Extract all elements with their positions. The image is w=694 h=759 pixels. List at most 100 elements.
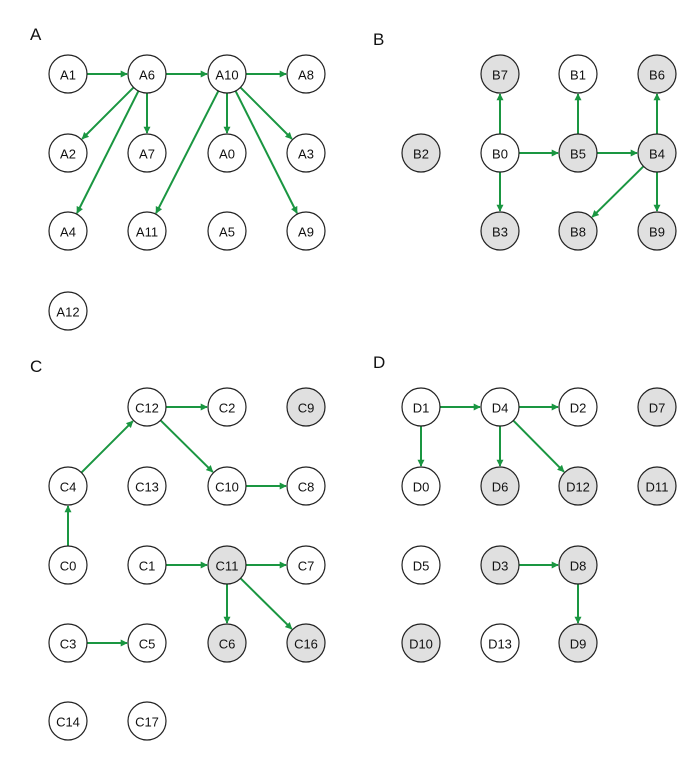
node-circle-d1 [401, 387, 441, 427]
node-circle-d3 [480, 545, 520, 585]
node-circle-a3 [286, 133, 326, 173]
node-d10: D10 [401, 623, 441, 663]
node-d4: D4 [480, 387, 520, 427]
node-b9: B9 [637, 211, 677, 251]
node-label-c1: C1 [139, 559, 156, 574]
edge-c11-to-c16 [239, 577, 293, 630]
node-circle-c13 [127, 466, 167, 506]
node-c1: C1 [127, 545, 167, 585]
node-a8: A8 [286, 54, 326, 94]
node-label-d5: D5 [413, 559, 430, 574]
node-circle-c17 [127, 701, 167, 741]
node-label-d6: D6 [492, 480, 509, 495]
node-label-a7: A7 [139, 147, 155, 162]
edge-a10-to-a11 [155, 90, 220, 214]
node-circle-a7 [127, 133, 167, 173]
node-circle-d10 [401, 623, 441, 663]
node-label-a12: A12 [56, 305, 79, 320]
node-c11: C11 [207, 545, 247, 585]
node-b8: B8 [558, 211, 598, 251]
node-b2: B2 [401, 133, 441, 173]
node-circle-a8 [286, 54, 326, 94]
node-d0: D0 [401, 466, 441, 506]
node-circle-b8 [558, 211, 598, 251]
node-c9: C9 [286, 387, 326, 427]
node-circle-b4 [637, 133, 677, 173]
node-label-b2: B2 [413, 147, 429, 162]
edge-a10-to-a3 [239, 86, 293, 140]
node-label-c3: C3 [60, 637, 77, 652]
node-label-b4: B4 [649, 147, 665, 162]
edge-b4-to-b8 [591, 165, 645, 218]
node-c7: C7 [286, 545, 326, 585]
node-circle-b1 [558, 54, 598, 94]
node-c13: C13 [127, 466, 167, 506]
node-circle-d8 [558, 545, 598, 585]
node-label-a5: A5 [219, 225, 235, 240]
node-circle-c12 [127, 387, 167, 427]
node-b3: B3 [480, 211, 520, 251]
node-circle-d7 [637, 387, 677, 427]
node-circle-c14 [48, 701, 88, 741]
node-label-a11: A11 [136, 225, 158, 240]
node-c3: C3 [48, 623, 88, 663]
panel-label-d: D [373, 353, 385, 372]
node-label-c0: C0 [60, 559, 77, 574]
node-circle-b7 [480, 54, 520, 94]
node-label-a3: A3 [298, 147, 314, 162]
node-circle-c2 [207, 387, 247, 427]
node-label-d4: D4 [492, 401, 509, 416]
edge-c4-to-c12 [80, 420, 134, 474]
node-label-b9: B9 [649, 225, 665, 240]
node-c4: C4 [48, 466, 88, 506]
node-c5: C5 [127, 623, 167, 663]
node-c17: C17 [127, 701, 167, 741]
node-label-c13: C13 [135, 480, 159, 495]
panel-label-a: A [30, 25, 42, 44]
node-c2: C2 [207, 387, 247, 427]
node-c16: C16 [286, 623, 326, 663]
node-circle-c16 [286, 623, 326, 663]
node-circle-a12 [48, 291, 88, 331]
node-label-d10: D10 [409, 637, 433, 652]
node-d13: D13 [480, 623, 520, 663]
node-circle-d6 [480, 466, 520, 506]
node-circle-c3 [48, 623, 88, 663]
node-circle-c0 [48, 545, 88, 585]
node-label-c7: C7 [298, 559, 315, 574]
node-circle-c6 [207, 623, 247, 663]
node-label-c4: C4 [60, 480, 77, 495]
node-circle-c5 [127, 623, 167, 663]
node-c10: C10 [207, 466, 247, 506]
node-label-a4: A4 [60, 225, 76, 240]
node-c14: C14 [48, 701, 88, 741]
node-a7: A7 [127, 133, 167, 173]
node-d12: D12 [558, 466, 598, 506]
edge-a6-to-a2 [81, 86, 135, 140]
node-label-d12: D12 [566, 480, 590, 495]
node-label-b1: B1 [570, 68, 586, 83]
node-a2: A2 [48, 133, 88, 173]
node-a0: A0 [207, 133, 247, 173]
node-circle-d12 [558, 466, 598, 506]
node-b1: B1 [558, 54, 598, 94]
node-circle-c9 [286, 387, 326, 427]
node-d2: D2 [558, 387, 598, 427]
node-label-d0: D0 [413, 480, 430, 495]
node-label-b7: B7 [492, 68, 508, 83]
panel-label-b: B [373, 30, 384, 49]
panel-label-c: C [30, 357, 42, 376]
node-label-a1: A1 [60, 68, 76, 83]
node-a10: A10 [207, 54, 247, 94]
node-label-c9: C9 [298, 401, 315, 416]
node-label-a0: A0 [219, 147, 235, 162]
node-circle-b0 [480, 133, 520, 173]
node-d8: D8 [558, 545, 598, 585]
node-d5: D5 [401, 545, 441, 585]
node-label-a6: A6 [139, 68, 155, 83]
node-label-c16: C16 [294, 637, 318, 652]
node-circle-b2 [401, 133, 441, 173]
node-label-d9: D9 [570, 637, 587, 652]
